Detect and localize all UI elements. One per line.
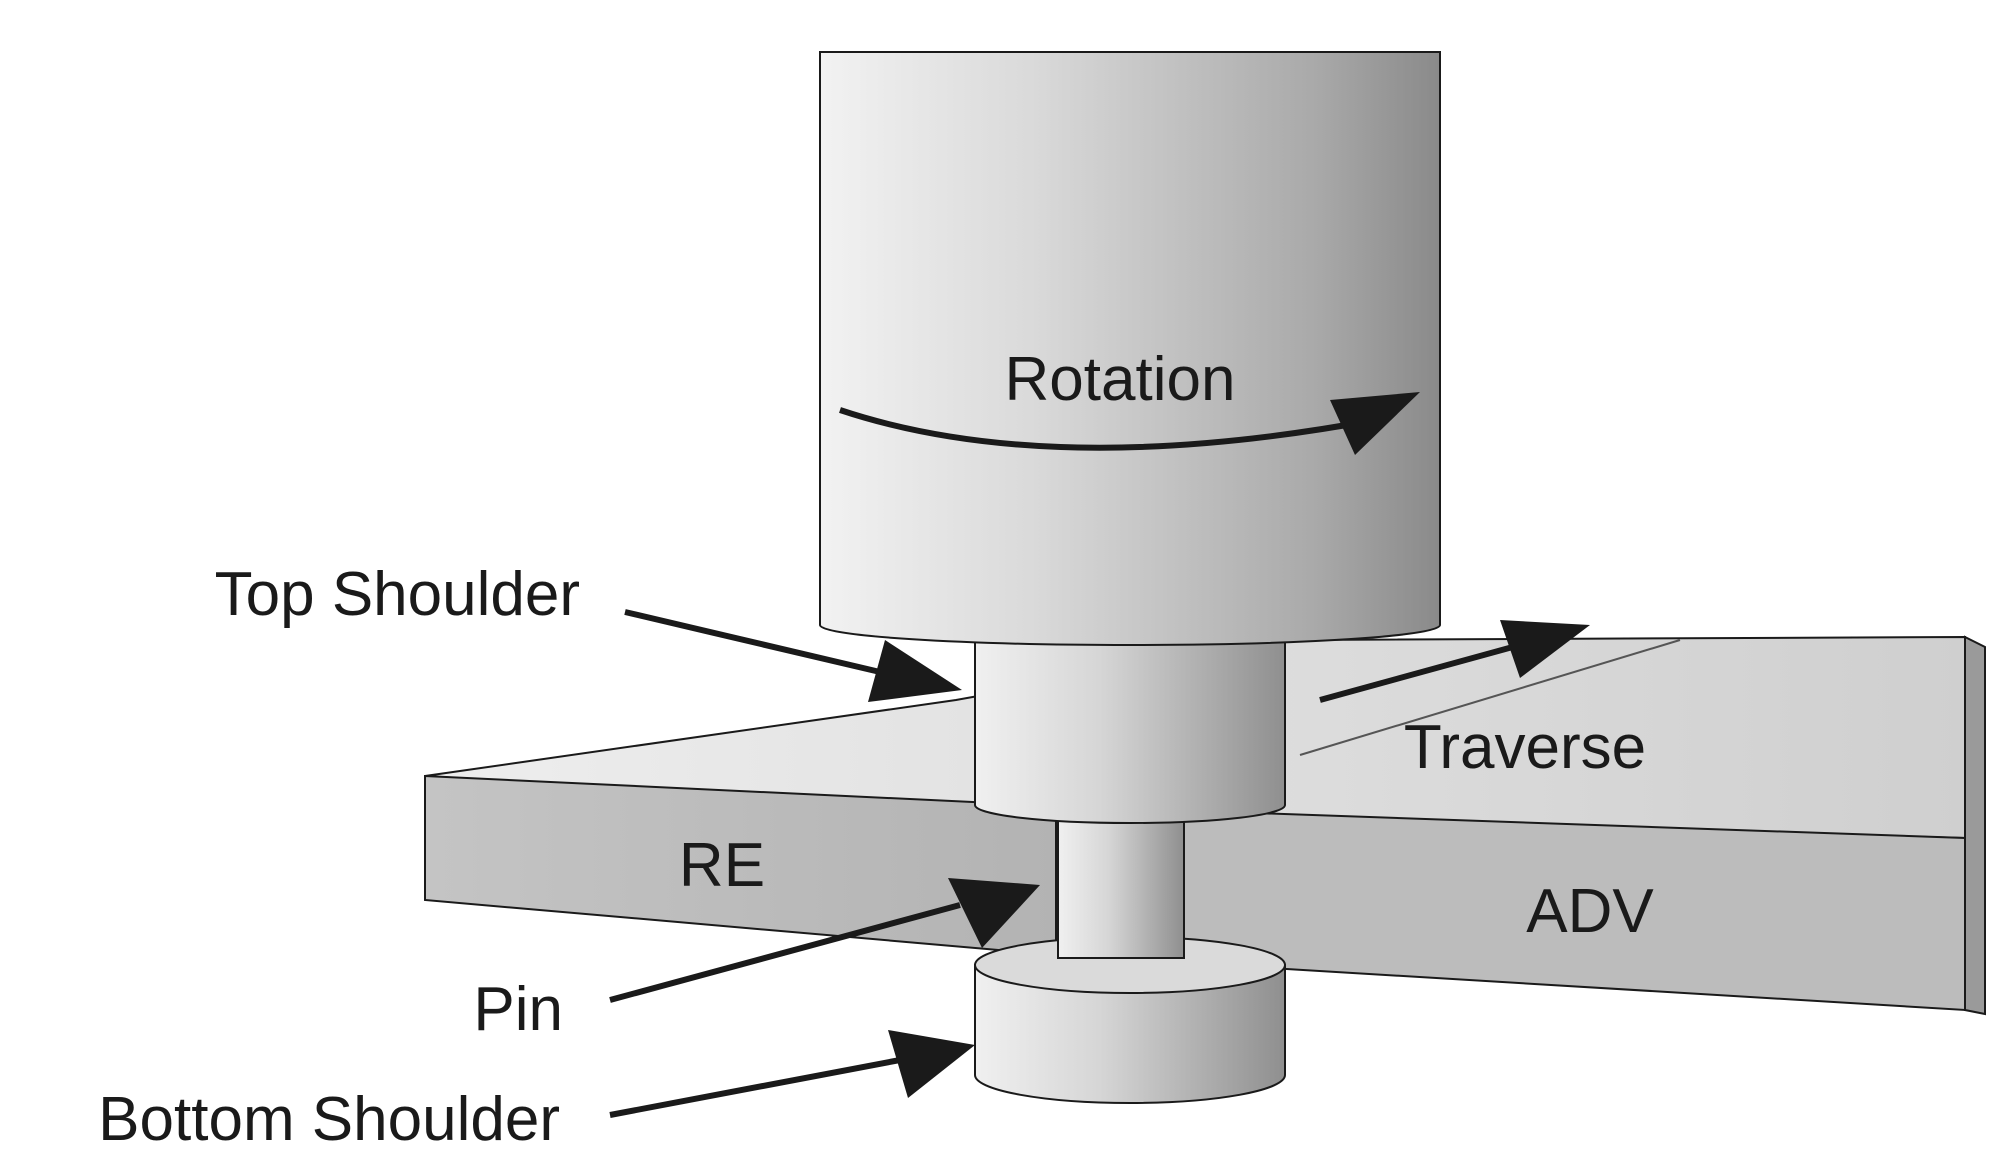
label-adv: ADV: [1526, 877, 1654, 946]
bottom-shoulder: [974, 936, 1286, 1104]
label-pin: Pin: [473, 975, 563, 1044]
top-shoulder: [974, 629, 1286, 824]
pin: [1057, 819, 1185, 959]
pin-arrow: [609, 878, 1040, 1003]
tool-body: [819, 51, 1441, 646]
bottom-shoulder-arrow: [609, 1030, 975, 1118]
label-rotation: Rotation: [1005, 345, 1236, 414]
weld-seam-line: [1299, 639, 1681, 756]
label-top-shoulder: Top Shoulder: [215, 560, 580, 629]
label-traverse: Traverse: [1404, 713, 1646, 782]
label-bottom-shoulder: Bottom Shoulder: [98, 1085, 560, 1154]
plate-right-side-face: [1964, 635, 1986, 1016]
label-re: RE: [679, 831, 765, 900]
traverse-arrow: [1319, 620, 1590, 703]
top-shoulder-arrow: [624, 609, 962, 702]
rotation-arrow: [839, 392, 1420, 455]
